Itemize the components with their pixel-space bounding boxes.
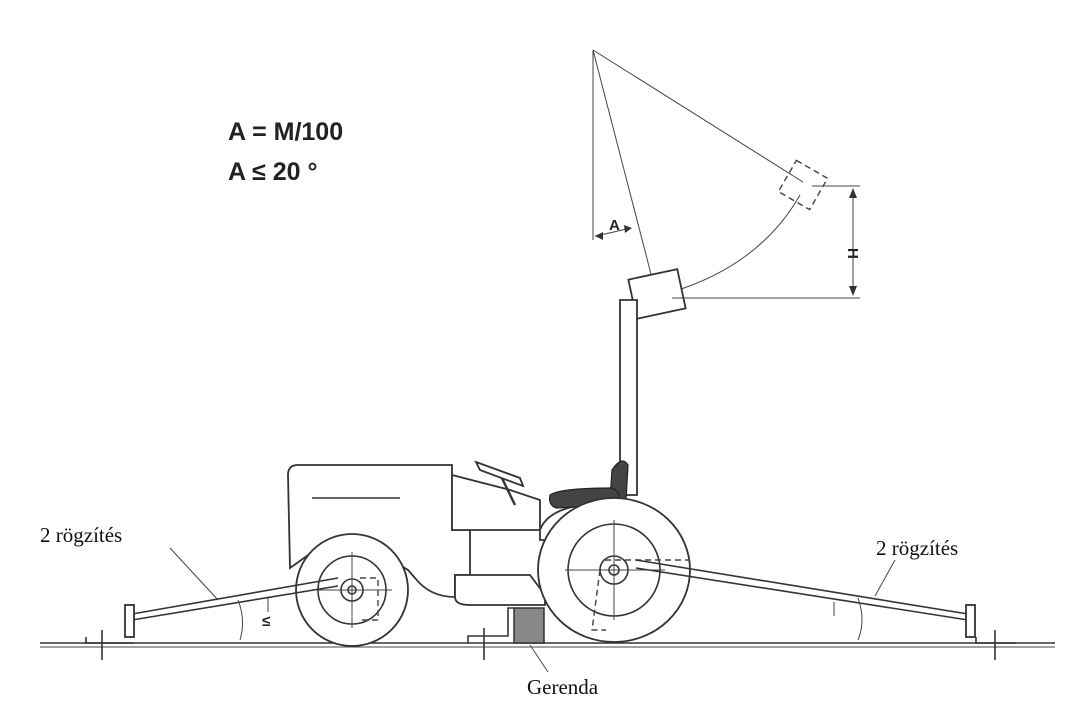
right-fixing-label: 2 rögzítés [876,536,958,560]
formula-line-1: A = M/100 [228,118,343,146]
left-fixing-leader [169,547,219,601]
pendulum-block-raised [777,159,829,211]
pendulum-raised-line [592,49,804,183]
angle-dimension: A [594,217,632,240]
height-dimension: H [672,185,861,299]
steering-wheel-icon [474,460,525,488]
tractor-chassis [454,574,546,606]
left-tie-down: ≤ [85,577,339,660]
formula-line-2: A ≤ 20 ° [228,158,318,186]
angle-label: A [609,217,620,234]
pendulum-assembly [592,49,829,320]
rear-wheel [537,497,691,643]
left-fixing-label: 2 rögzítés [40,523,122,547]
right-fixing-leader [874,559,896,597]
right-tie-down [635,559,1016,660]
pendulum-swing-arc [671,194,801,293]
height-label: H [844,248,861,259]
left-anchor-post [124,604,135,638]
ground-line [40,642,1055,648]
right-anchor-post [965,604,976,638]
tractor-dashboard [451,473,541,531]
beam-block [467,607,549,673]
svg-text:≤: ≤ [262,613,270,630]
beam-label: Gerenda [527,675,599,699]
pendulum-release-line [592,49,653,279]
rops-frame [619,299,638,496]
